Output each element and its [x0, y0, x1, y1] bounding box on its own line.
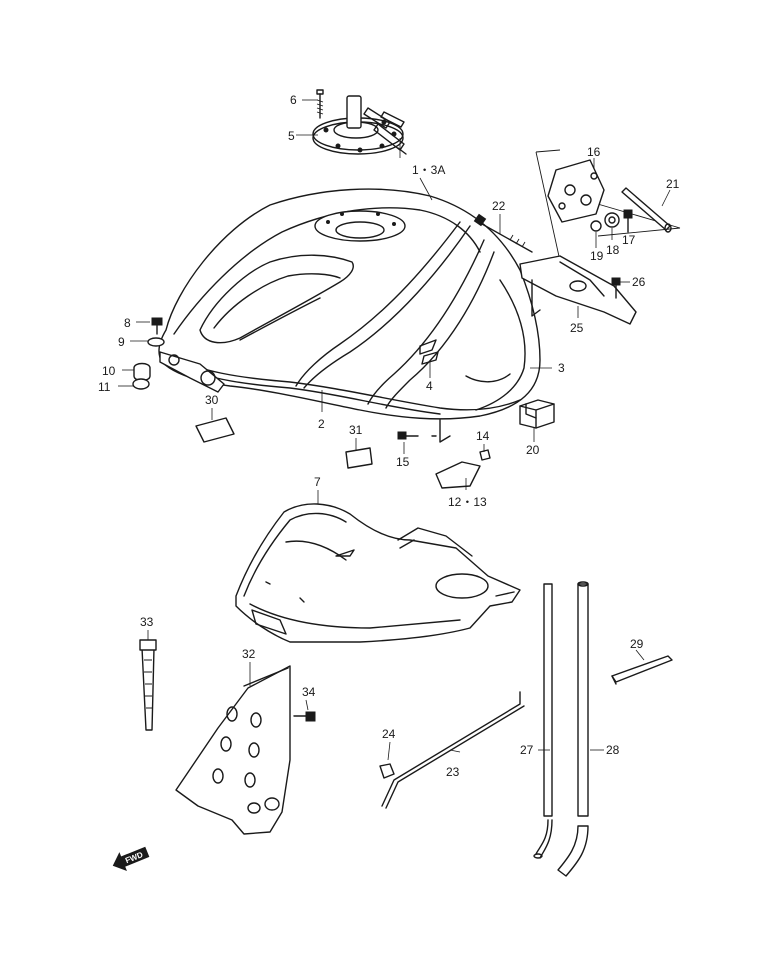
callout-9: 9 [118, 335, 125, 349]
callout-6: 6 [290, 93, 297, 107]
heat-shield-32 [175, 665, 316, 835]
callout-15: 15 [396, 455, 410, 469]
callout-5: 5 [288, 129, 295, 143]
callout-32: 32 [242, 647, 256, 661]
callout-18: 18 [606, 243, 620, 257]
callout-17: 17 [622, 233, 636, 247]
strap-33 [139, 639, 157, 731]
callout-10: 10 [102, 364, 116, 378]
callout-28: 28 [606, 743, 620, 757]
callout-23: 23 [446, 765, 460, 779]
callout-3: 3 [558, 361, 565, 375]
callout-16: 16 [587, 145, 601, 159]
callout-33: 33 [140, 615, 154, 629]
drain-hardware [397, 431, 491, 489]
fuel-cap-assembly [312, 89, 407, 155]
leader-lines [118, 99, 671, 761]
callout-labels: 1・3A 2 3 4 5 6 7 8 9 10 11 12・13 14 15 1… [98, 93, 680, 779]
rod-23 [379, 691, 525, 809]
callout-8: 8 [124, 316, 131, 330]
callout-30: 30 [205, 393, 219, 407]
hose-27 [533, 583, 553, 859]
tank-cover [235, 503, 521, 643]
callout-29: 29 [630, 637, 644, 651]
front-mount-hardware [132, 317, 165, 390]
callout-31: 31 [349, 423, 363, 437]
callout-20: 20 [526, 443, 540, 457]
callout-2: 2 [318, 417, 325, 431]
callout-7: 7 [314, 475, 321, 489]
callout-34: 34 [302, 685, 316, 699]
clamp-29 [611, 655, 673, 685]
hose-28 [557, 581, 589, 877]
callout-14: 14 [476, 429, 490, 443]
callout-26: 26 [632, 275, 646, 289]
callout-1-3a: 1・3A [412, 163, 445, 177]
callout-25: 25 [570, 321, 584, 335]
callout-11: 11 [98, 380, 111, 394]
fuel-tank [158, 188, 541, 443]
fwd-arrow-icon: FWD [112, 846, 150, 871]
rear-bracket-assembly [519, 149, 681, 325]
bolt-22 [473, 213, 533, 253]
cushion-pads [195, 399, 555, 469]
callout-4: 4 [426, 379, 433, 393]
callout-12-13: 12・13 [448, 495, 487, 509]
callout-19: 19 [590, 249, 604, 263]
callout-27: 27 [520, 743, 534, 757]
callout-22: 22 [492, 199, 506, 213]
callout-21: 21 [666, 177, 680, 191]
callout-24: 24 [382, 727, 396, 741]
